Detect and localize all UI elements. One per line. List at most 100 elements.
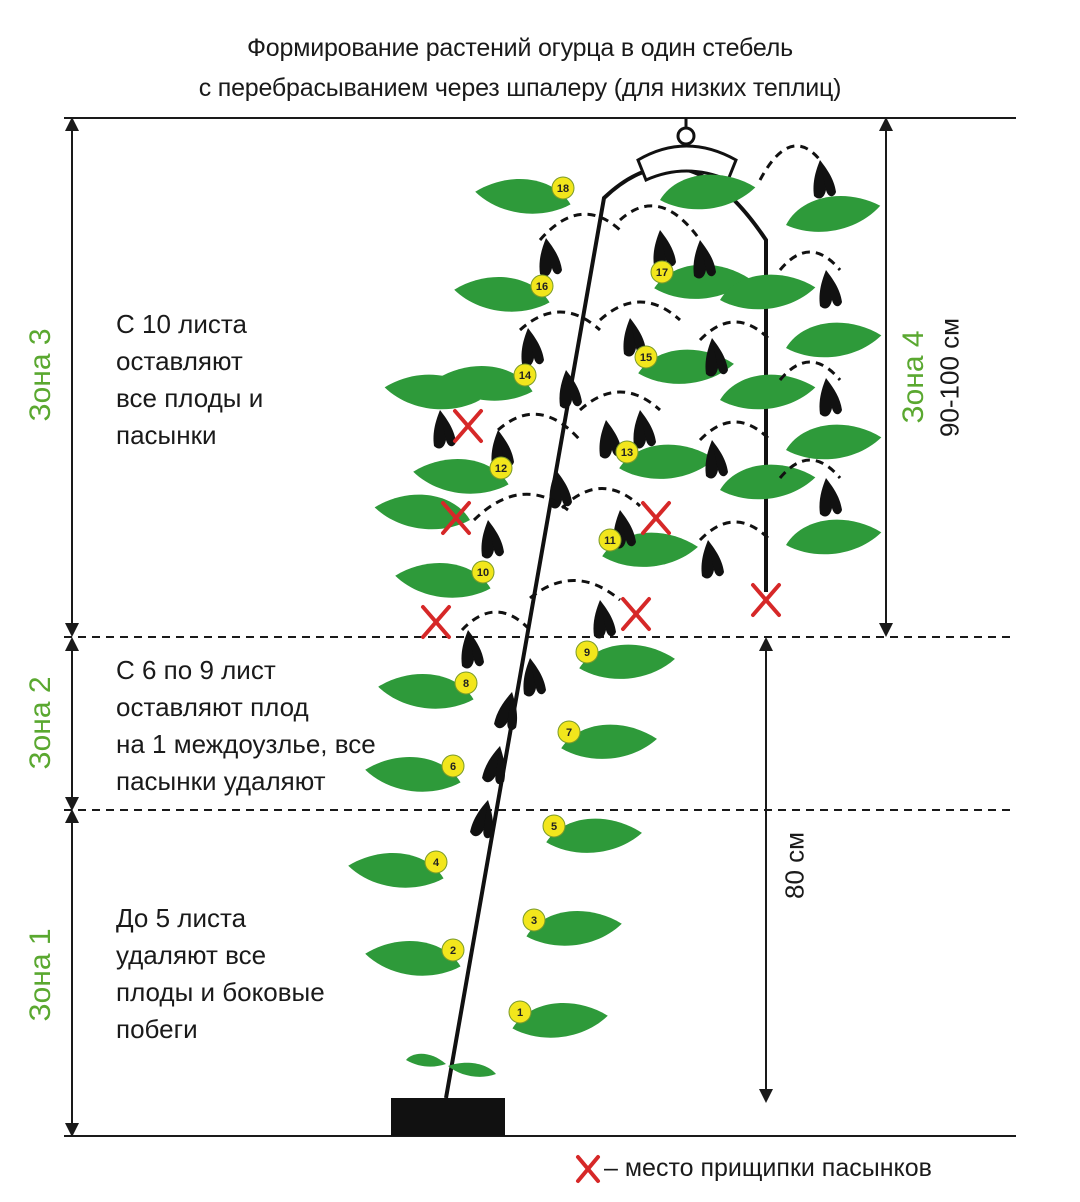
side-leaf	[720, 464, 816, 500]
pinch-mark	[621, 597, 651, 631]
pinch-marks-group	[421, 409, 781, 639]
lateral-shoot	[778, 360, 842, 381]
leaf-number-badge	[471, 560, 495, 584]
cucumber-fruit	[593, 600, 616, 639]
leaf-number: 14	[519, 370, 532, 382]
side-leaf	[660, 174, 756, 210]
lateral-shoot	[529, 579, 621, 602]
leaf-number-badge	[557, 720, 581, 744]
leaf	[654, 264, 750, 299]
leaf-number-badge	[530, 274, 554, 298]
leaf-number: 8	[463, 678, 469, 690]
lateral-shoot	[460, 610, 532, 632]
leaf-number: 6	[450, 761, 456, 773]
cucumber-fruit	[549, 470, 572, 509]
leaf-number-badge	[598, 528, 622, 552]
leaf-number: 7	[566, 727, 572, 739]
leaf	[619, 444, 715, 479]
lateral-shoot	[758, 144, 822, 181]
pinch-mark	[453, 409, 483, 443]
leaf-number: 9	[584, 647, 590, 659]
zone1-label: Зона 1	[24, 928, 57, 1022]
cucumber-fruit	[819, 378, 842, 417]
leaf-number: 10	[477, 567, 489, 579]
cucumber-fruit	[813, 160, 836, 199]
leaf	[602, 532, 698, 567]
cucumber-fruit	[482, 746, 506, 785]
upper-height-label: 90-100 см	[934, 317, 965, 438]
leaf-number: 3	[531, 915, 537, 927]
leaf-number: 18	[557, 183, 569, 195]
cucumber-fruit	[701, 540, 724, 579]
lateral-shoot	[560, 487, 642, 510]
leaf	[526, 911, 622, 946]
leaf	[378, 674, 474, 709]
diagram-title-line2: с перебрасыванием через шпалеру (для низ…	[198, 74, 842, 102]
cucumber-fruit	[481, 520, 504, 559]
leaf-number-badge	[441, 938, 465, 962]
side-leaf	[720, 374, 816, 410]
leaf	[512, 1003, 608, 1038]
cucumber-fruit	[494, 692, 518, 731]
side-leaf	[786, 195, 881, 232]
cucumber-fruit	[523, 658, 546, 697]
cucumber-fruit	[433, 410, 456, 449]
leaf	[561, 724, 657, 759]
lateral-shoot	[778, 458, 842, 479]
cucumber-fruit	[559, 370, 582, 409]
leaf	[348, 853, 444, 888]
cucumber-fruit	[470, 800, 494, 839]
lateral-shoot	[618, 204, 702, 241]
side-leaf	[720, 274, 816, 310]
leaf-number: 17	[656, 267, 668, 279]
leaf-number-badge	[424, 850, 448, 874]
leaf-number: 11	[604, 535, 616, 547]
leaf-number: 12	[495, 463, 507, 475]
leaf-number-badge	[551, 176, 575, 200]
plant-pot	[391, 1098, 505, 1136]
zone4-label: Зона 4	[897, 330, 930, 424]
cucumber-fruit	[705, 440, 728, 479]
lateral-shoot	[518, 310, 602, 332]
lateral-shoot	[698, 420, 772, 442]
cucumber-fruit	[539, 238, 562, 277]
leaf	[579, 644, 675, 679]
leaf-number-badge	[513, 363, 537, 387]
leaf-number-badge	[441, 754, 465, 778]
diagram-title-line1: Формирование растений огурца в один стеб…	[247, 34, 793, 62]
cucumber-fruit	[819, 270, 842, 309]
cucumber-fruit	[705, 338, 728, 377]
zone2-description: С 6 по 9 лист оставляют плод на 1 междоу…	[116, 655, 376, 796]
side-leaf	[786, 424, 882, 460]
cotyledons	[406, 1053, 496, 1077]
side-leaf	[384, 374, 480, 410]
cucumber-fruit	[819, 478, 842, 517]
fruits-group	[433, 160, 842, 839]
leaf-number-badge	[575, 640, 599, 664]
leaf-number: 16	[536, 281, 548, 293]
cucumber-fruit	[653, 230, 676, 269]
leaf-number-badge	[615, 440, 639, 464]
leaf	[454, 277, 550, 312]
leaf-number-badge	[489, 456, 513, 480]
leaf	[475, 179, 571, 214]
lateral-shoot	[778, 250, 842, 271]
side-leaf	[786, 322, 882, 358]
leaf-number: 1	[517, 1007, 523, 1019]
side-leaf	[374, 494, 470, 530]
leaves-group	[348, 174, 882, 1038]
lateral-shoot	[598, 300, 682, 322]
cucumber-fruit	[633, 410, 656, 449]
lateral-shoot	[578, 390, 662, 412]
cucumber-fruit	[461, 630, 484, 669]
lateral-shoots-group	[460, 144, 842, 632]
lateral-shoot	[698, 320, 772, 342]
pinch-mark	[421, 605, 451, 639]
leaf-number: 2	[450, 945, 456, 957]
leaf-number-badge	[522, 908, 546, 932]
lateral-shoot	[538, 212, 622, 241]
leaf-number: 13	[621, 447, 633, 459]
